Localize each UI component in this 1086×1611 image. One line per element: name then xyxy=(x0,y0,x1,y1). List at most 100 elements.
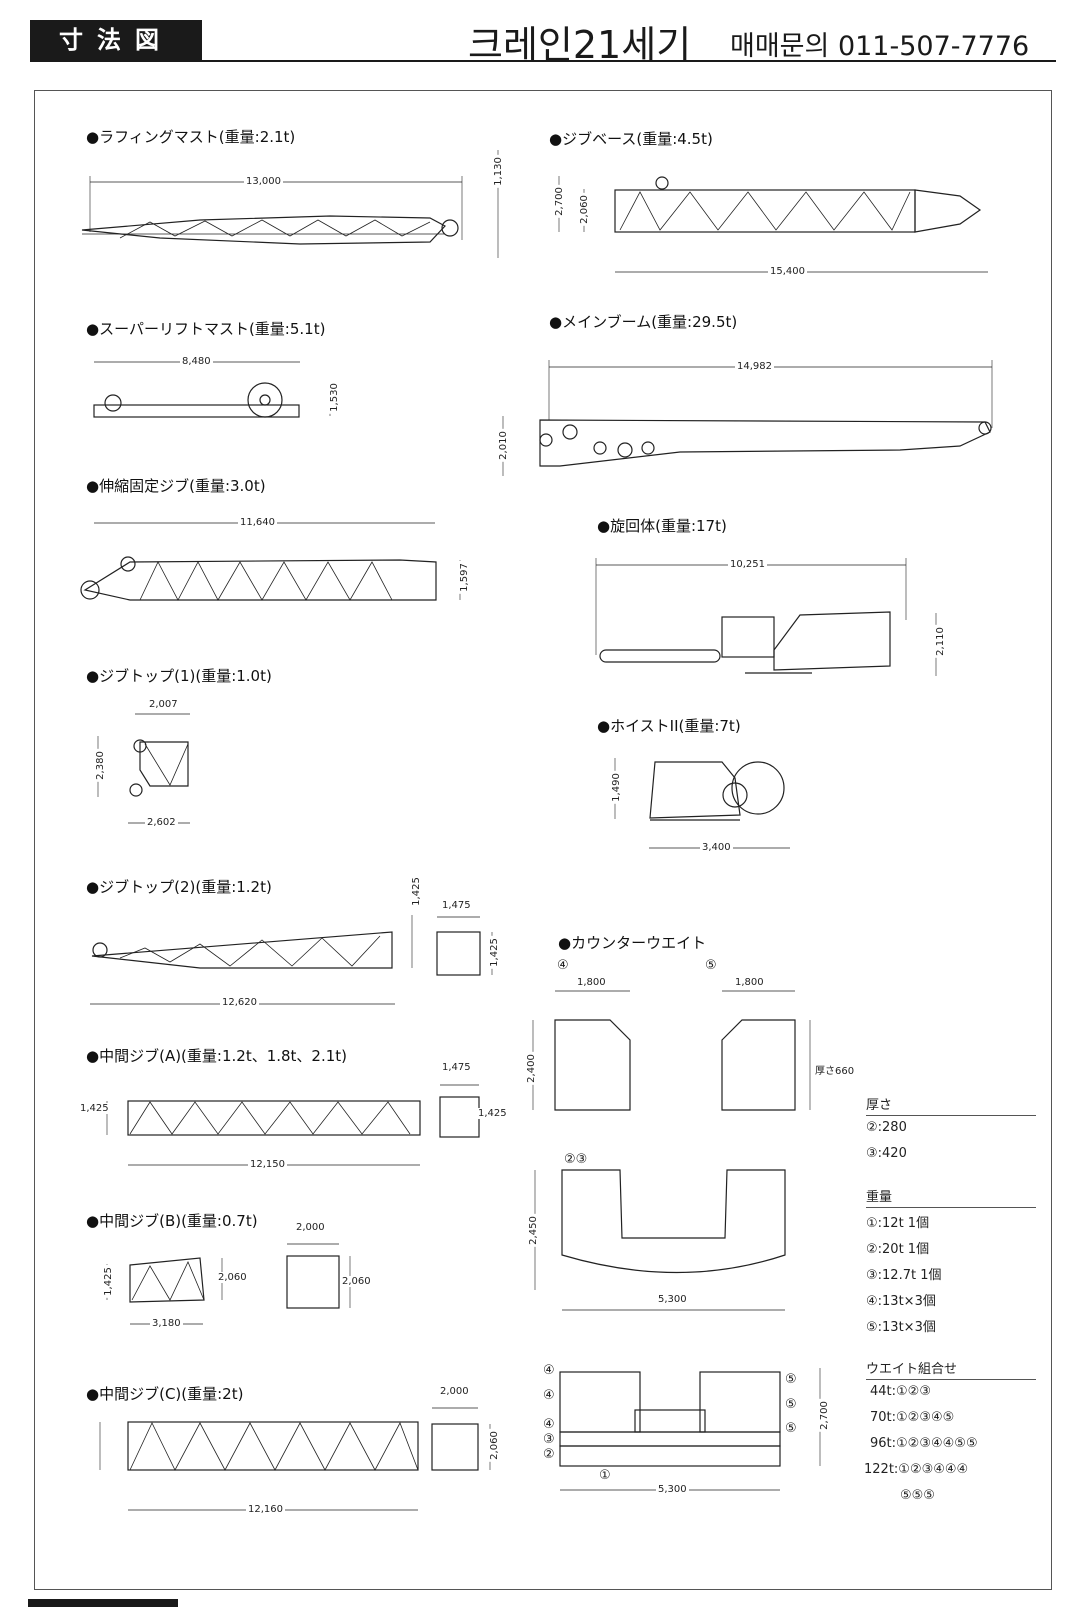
drawing-frame xyxy=(34,90,1052,1590)
dim-mid-jib-a-section-width: 1,475 xyxy=(440,1062,473,1073)
dim-cw-top-width-left: 1,800 xyxy=(575,977,608,988)
combination-title: ウエイト組合せ xyxy=(866,1358,1036,1380)
footer-bar xyxy=(28,1599,178,1607)
caption-mid-jib-a: ●中間ジブ(A)(重量:1.2t、1.8t、2.1t) xyxy=(86,1047,348,1065)
main-boom-drawing xyxy=(502,360,993,476)
caption-superlift-mast: ●スーパーリフトマスト(重量:5.1t) xyxy=(86,320,326,338)
dim-cw-mid-height: 2,450 xyxy=(527,1214,539,1247)
dim-mid-jib-b-section-width: 2,000 xyxy=(294,1222,327,1233)
telescopic-jib-drawing xyxy=(80,522,461,601)
counterweight-mid-drawing xyxy=(534,1169,786,1311)
dim-upper-structure-length: 10,251 xyxy=(728,559,767,570)
combination-row-1: 44t:①②③ xyxy=(870,1384,931,1399)
cw-label-5: ⑤ xyxy=(705,958,717,973)
dim-mid-jib-b-end-height: 2,060 xyxy=(216,1272,249,1283)
jib-top-2-drawing xyxy=(90,915,493,1005)
cw-stack-left-3: ④ xyxy=(543,1417,555,1432)
cw-stack-right-1: ⑤ xyxy=(785,1372,797,1387)
dim-cw-top-height: 2,400 xyxy=(525,1052,537,1085)
luffing-mast-drawing xyxy=(81,150,499,258)
combination-row-2: 70t:①②③④⑤ xyxy=(870,1410,955,1425)
cw-stack-left-1: ④ xyxy=(543,1363,555,1378)
dim-superlift-mast-height: 1,530 xyxy=(328,381,340,414)
jib-top-1-drawing xyxy=(97,713,190,824)
counterweight-bottom-drawing xyxy=(559,1368,821,1491)
weight-row-5: ⑤:13t×3個 xyxy=(866,1320,936,1335)
combination-row-4: 122t:①②③④④④ xyxy=(864,1462,969,1477)
dim-jib-top-2-length: 12,620 xyxy=(220,997,259,1008)
dim-jib-base-length: 15,400 xyxy=(768,266,807,277)
caption-upper-structure: ●旋回体(重量:17t) xyxy=(597,517,727,535)
dim-jib-top-2-end-height: 1,425 xyxy=(410,875,422,908)
dim-mid-jib-c-length: 12,160 xyxy=(246,1504,285,1515)
combination-row-5: ⑤⑤⑤ xyxy=(900,1488,935,1503)
caption-counterweight: ●カウンターウエイト xyxy=(558,934,707,952)
dim-jib-top-2-section-height: 1,425 xyxy=(488,936,500,969)
dim-mid-jib-a-section-height: 1,425 xyxy=(476,1108,509,1119)
dim-luffing-mast-length: 13,000 xyxy=(244,176,283,187)
cw-stack-right-3: ⑤ xyxy=(785,1421,797,1436)
dim-main-boom-length: 14,982 xyxy=(735,361,774,372)
cw-label-4: ④ xyxy=(557,958,569,973)
dim-main-boom-height: 2,010 xyxy=(497,429,509,462)
weight-title: 重量 xyxy=(866,1186,1036,1208)
combination-row-3: 96t:①②③④④⑤⑤ xyxy=(870,1436,978,1451)
thickness-row-1: ②:280 xyxy=(866,1120,907,1135)
section-title: 寸法図 xyxy=(30,20,202,60)
cw-stack-left-2: ④ xyxy=(543,1388,555,1403)
upper-structure-drawing xyxy=(595,558,937,676)
caption-luffing-mast: ●ラフィングマスト(重量:2.1t) xyxy=(86,128,296,146)
dim-mid-jib-a-height: 1,425 xyxy=(78,1103,111,1114)
dim-jib-top-1-height: 2,380 xyxy=(94,749,106,782)
dim-cw-bottom-width: 5,300 xyxy=(656,1484,689,1495)
caption-mid-jib-b: ●中間ジブ(B)(重量:0.7t) xyxy=(86,1212,258,1230)
caption-jib-base: ●ジブベース(重量:4.5t) xyxy=(549,130,713,148)
cw-stack-left-4: ③ xyxy=(543,1432,555,1447)
dim-telescopic-jib-length: 11,640 xyxy=(238,517,277,528)
dim-jib-top-1-width: 2,007 xyxy=(147,699,180,710)
thickness-row-2: ③:420 xyxy=(866,1146,907,1161)
caption-telescopic-jib: ●伸縮固定ジブ(重量:3.0t) xyxy=(86,477,266,495)
caption-main-boom: ●メインブーム(重量:29.5t) xyxy=(549,313,738,331)
superlift-mast-drawing xyxy=(93,361,331,418)
caption-mid-jib-c: ●中間ジブ(C)(重量:2t) xyxy=(86,1385,244,1403)
jib-base-drawing xyxy=(558,176,988,273)
dim-telescopic-jib-height: 1,597 xyxy=(458,561,470,594)
caption-jib-top-1: ●ジブトップ(1)(重量:1.0t) xyxy=(86,667,272,685)
dim-jib-base-inner-height: 2,060 xyxy=(578,193,590,226)
hoist-2-drawing xyxy=(614,758,790,849)
mid-jib-b-drawing xyxy=(106,1243,351,1325)
dim-mid-jib-a-length: 12,150 xyxy=(248,1159,287,1170)
contact-info: 매매문의 011-507-7776 xyxy=(730,31,1030,62)
dim-superlift-mast-length: 8,480 xyxy=(180,356,213,367)
cw-stack-left-5: ② xyxy=(543,1447,555,1462)
mid-jib-a-drawing xyxy=(106,1084,480,1166)
dim-cw-thickness: 厚さ660 xyxy=(813,1062,857,1077)
weight-row-2: ②:20t 1個 xyxy=(866,1242,930,1257)
dim-mid-jib-c-section-height: 2,060 xyxy=(488,1429,500,1462)
header-rule xyxy=(30,60,1056,62)
dim-jib-top-2-section-width: 1,475 xyxy=(440,900,473,911)
thickness-title: 厚さ xyxy=(866,1094,1036,1116)
dim-mid-jib-b-height: 1,425 xyxy=(102,1265,114,1298)
caption-jib-top-2: ●ジブトップ(2)(重量:1.2t) xyxy=(86,878,272,896)
mid-jib-c-drawing xyxy=(99,1407,491,1511)
cw-label-2-3: ②③ xyxy=(564,1152,588,1167)
dim-jib-top-1-length: 2,602 xyxy=(145,817,178,828)
weight-row-4: ④:13t×3個 xyxy=(866,1294,936,1309)
dim-mid-jib-b-section-height: 2,060 xyxy=(340,1276,373,1287)
dim-jib-base-height: 2,700 xyxy=(553,185,565,218)
cw-stack-right-2: ⑤ xyxy=(785,1397,797,1412)
weight-row-3: ③:12.7t 1個 xyxy=(866,1268,942,1283)
dim-mid-jib-b-length: 3,180 xyxy=(150,1318,183,1329)
dim-cw-bottom-height: 2,700 xyxy=(818,1399,830,1432)
dim-luffing-mast-height: 1,130 xyxy=(492,155,504,188)
cw-label-1: ① xyxy=(599,1468,611,1483)
dim-upper-structure-height: 2,110 xyxy=(934,625,946,658)
dim-cw-top-width-right: 1,800 xyxy=(733,977,766,988)
dim-hoist-2-height: 1,490 xyxy=(610,771,622,804)
caption-hoist-2: ●ホイストII(重量:7t) xyxy=(597,717,741,735)
counterweight-top-drawing xyxy=(532,990,811,1111)
weight-row-1: ①:12t 1個 xyxy=(866,1216,930,1231)
dim-hoist-2-length: 3,400 xyxy=(700,842,733,853)
